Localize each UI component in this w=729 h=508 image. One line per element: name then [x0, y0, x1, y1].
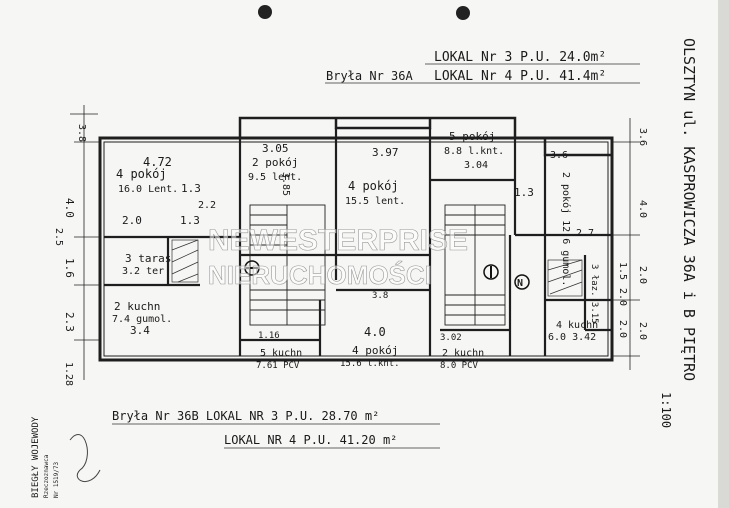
svg-text:3.97: 3.97 [372, 146, 399, 159]
svg-text:N: N [517, 278, 523, 289]
room-kuchnia-7-4: 2 kuchn [114, 300, 160, 313]
svg-text:2.0: 2.0 [122, 214, 142, 227]
dim-right-2: 2.0 [637, 266, 648, 284]
svg-text:1.3: 1.3 [514, 186, 534, 199]
dim-left-5: 1.28 [63, 362, 74, 386]
svg-text:BIEGŁY WOJEWODY: BIEGŁY WOJEWODY [31, 416, 41, 498]
room-lazienka: 3 łaz. 3.15 [589, 264, 599, 324]
svg-text:9.5 lent.: 9.5 lent. [248, 172, 302, 183]
dim-left-4: 2.3 [63, 312, 76, 332]
svg-text:Rzeczoznawca: Rzeczoznawca [43, 454, 50, 498]
interior-walls [104, 128, 612, 356]
dim-right-1: 4.0 [637, 200, 648, 218]
room-pokoj-8-8: 5 pokój [449, 130, 495, 143]
svg-text:8.8 l.knt.: 8.8 l.knt. [444, 146, 504, 157]
dim-right-top: 3.6 [637, 128, 648, 146]
room-pokoj-15-6: 4 pokój [352, 344, 398, 357]
room-pokoj-12-6: 2 pokój 12.6 gumol. [560, 172, 572, 286]
address-vertical: OLSZTYN ul. KASPROWICZA 36A i B PIĘTRO [680, 38, 698, 381]
dim-left-top: 3.8 [76, 124, 87, 142]
dim-left-2: 2.5 [53, 228, 64, 246]
stair-marker-left [244, 260, 260, 276]
outer-walls [98, 136, 614, 362]
svg-text:3.05: 3.05 [262, 142, 289, 155]
svg-text:15.6 l.knt.: 15.6 l.knt. [340, 359, 400, 369]
header-bryla-36a: Bryła Nr 36A [326, 69, 413, 83]
svg-text:8.0 PCV: 8.0 PCV [440, 361, 479, 371]
svg-text:2.7: 2.7 [576, 228, 594, 239]
svg-text:4.0: 4.0 [364, 325, 386, 339]
header-lokal-4: LOKAL Nr 4 P.U. 41.4m² [434, 69, 606, 84]
punch-hole-right [456, 6, 470, 20]
room-kuchnia-6-0: 4 kuchn [556, 320, 598, 331]
dim-right-6: 2.0 [617, 320, 628, 338]
room-pokoj-15-5: 4 pokój [348, 179, 399, 193]
room-pokoj-9-5: 2 pokój [252, 156, 298, 169]
svg-text:6.0 3.42: 6.0 3.42 [548, 332, 596, 343]
watermark-line-1: NEWESTERPRISE [208, 224, 468, 257]
svg-text:3.2 ter: 3.2 ter [122, 266, 164, 277]
room-kuchnia-7-61: 5 kuchn [260, 348, 302, 359]
right-dimension-line [612, 118, 640, 370]
page-edge [718, 0, 729, 508]
room-taras: 3 taras [125, 252, 171, 265]
svg-text:3.8: 3.8 [372, 291, 388, 301]
dim-right-5: 2.0 [617, 288, 628, 306]
svg-text:Nr 1519/73: Nr 1519/73 [53, 461, 60, 498]
footer-lokal-4: LOKAL NR 4 P.U. 41.20 m² [224, 433, 397, 447]
svg-text:4.72: 4.72 [143, 155, 172, 169]
footer-bryla-36b: Bryła Nr 36B LOKAL NR 3 P.U. 28.70 m² [112, 409, 379, 423]
svg-text:3.04: 3.04 [464, 160, 488, 171]
staircase-left [249, 204, 326, 326]
svg-text:3.02: 3.02 [440, 333, 462, 343]
header-lokal-3: LOKAL Nr 3 P.U. 24.0m² [434, 50, 606, 65]
svg-text:3.4: 3.4 [130, 324, 150, 337]
svg-text:1.3: 1.3 [181, 182, 201, 195]
signature [69, 433, 101, 482]
staircase-right [444, 204, 506, 326]
dim-right-4: 1.5 [617, 262, 628, 280]
dim-left-1: 4.0 [63, 198, 76, 218]
svg-text:15.5 lent.: 15.5 lent. [345, 196, 405, 207]
stair-marker-right [483, 264, 499, 280]
scale-note: 1:100 [659, 392, 673, 428]
left-dimension-line [70, 105, 100, 380]
dim-left-3: 1.6 [63, 258, 76, 278]
svg-text:3.6: 3.6 [550, 150, 568, 161]
svg-text:7.4 gumol.: 7.4 gumol. [112, 314, 172, 325]
room-labels: 4.72 4 pokój 16.0 Lent. 1.3 2.2 2.0 1.3 … [112, 130, 599, 371]
room-kuchnia-8-0: 2 kuchn [442, 348, 484, 359]
svg-text:2.2: 2.2 [198, 200, 216, 211]
dim-right-3: 2.0 [637, 322, 648, 340]
svg-text:7.61 PCV: 7.61 PCV [256, 361, 300, 371]
watermark-line-2: NIERUCHOMOŚCI [208, 260, 432, 290]
svg-text:1.3: 1.3 [180, 214, 200, 227]
punch-hole-left [258, 5, 272, 19]
svg-text:1.16: 1.16 [258, 331, 280, 341]
surveyor-stamp: BIEGŁY WOJEWODY Rzeczoznawca Nr 1519/73 [31, 416, 60, 498]
stair-marker-far-right: N [514, 274, 530, 290]
svg-text:16.0 Lent.: 16.0 Lent. [118, 184, 178, 195]
svg-text:3.85: 3.85 [280, 172, 291, 196]
room-pokoj-16: 4 pokój [116, 167, 167, 181]
